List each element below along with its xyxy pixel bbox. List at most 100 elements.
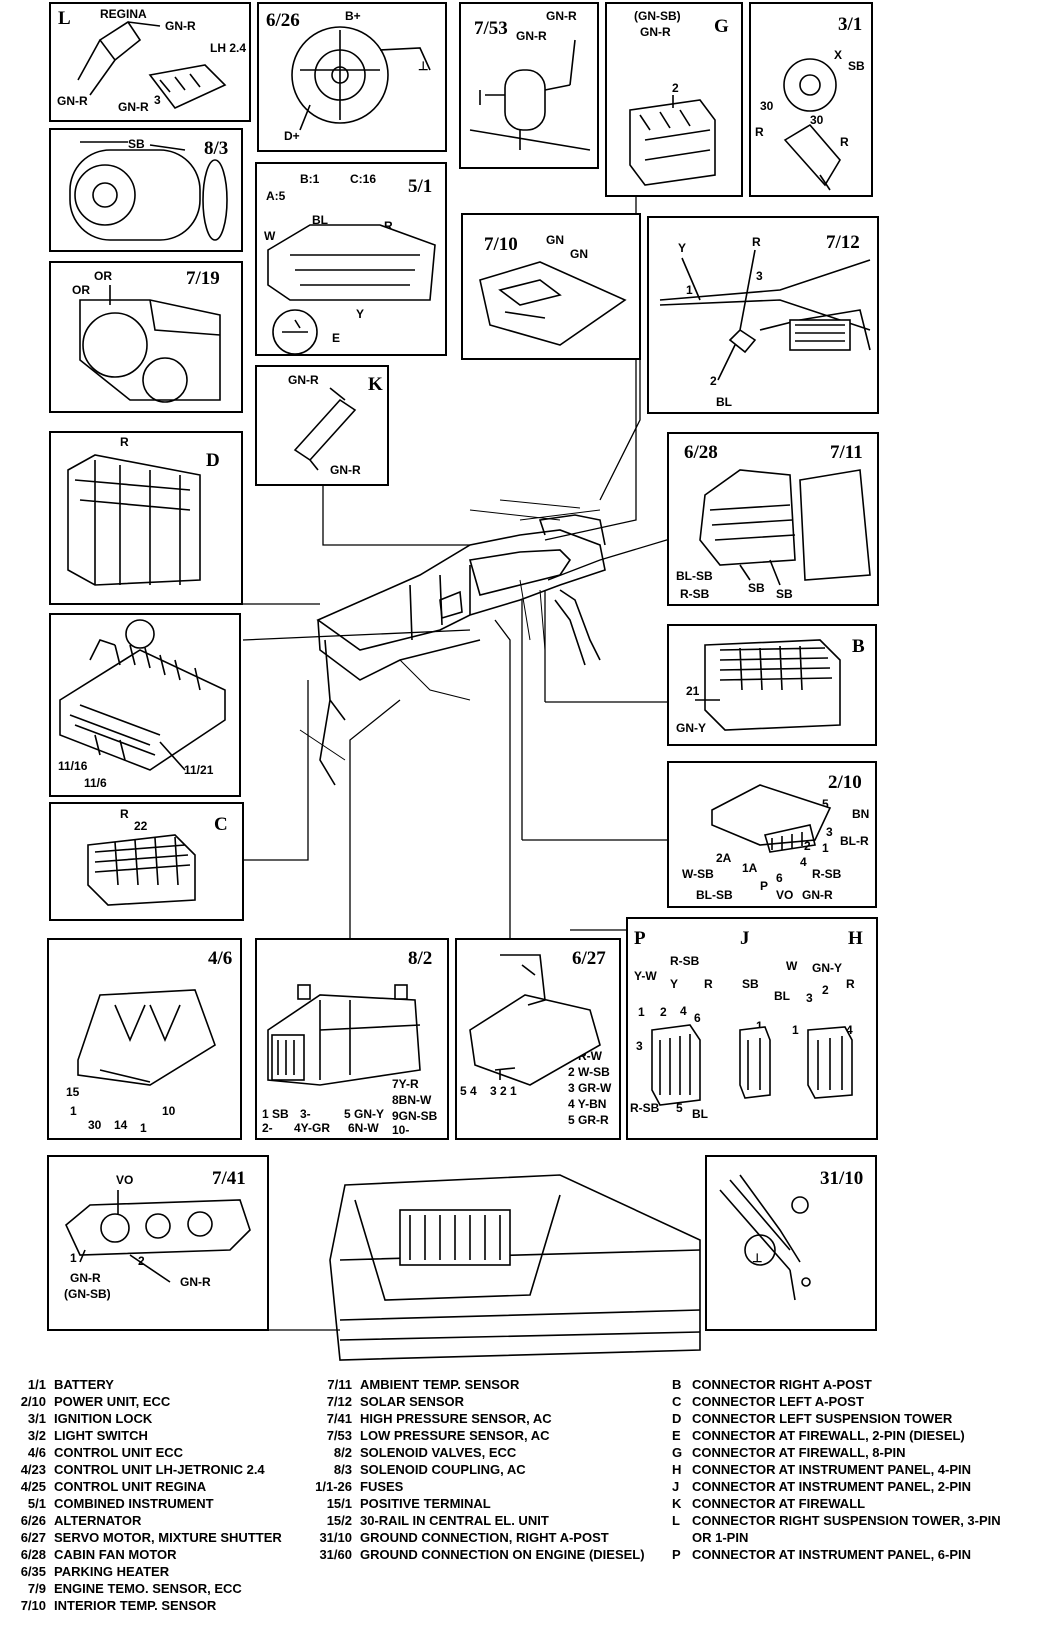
wire-label: Y	[678, 241, 686, 255]
panel-label: 8/2	[408, 948, 432, 969]
car-front-drawing	[329, 1174, 701, 1361]
wire-label: Y-W	[634, 969, 657, 983]
wire-label: 8BN-W	[392, 1093, 432, 1107]
wire-label: Y	[670, 977, 678, 991]
panel-G: G (GN-SB) GN-R 2	[605, 2, 743, 197]
wire-label: R	[120, 807, 129, 821]
wire-label: 11/16	[58, 759, 88, 773]
panel-label: J	[740, 928, 750, 949]
wire-label: 6N-W	[348, 1121, 379, 1135]
panel-7-19: 7/19 OR OR	[49, 261, 243, 413]
wire-label: 2A	[716, 851, 732, 865]
wire-label: 10-	[392, 1123, 409, 1137]
panel-label: 7/12	[826, 232, 860, 253]
wire-label: 15	[66, 1085, 80, 1099]
panel-C: C R 22	[49, 802, 244, 921]
wire-label: 4 Y-BN	[568, 1097, 606, 1111]
panel-label: 7/11	[830, 442, 863, 463]
wire-label: GN-R	[165, 19, 196, 33]
wire-label: P	[760, 879, 768, 893]
wire-label: SB	[742, 977, 759, 991]
wire-label: 5	[676, 1101, 683, 1115]
wire-label: VO	[776, 888, 793, 902]
panel-label: B	[852, 636, 865, 657]
wire-label: 2	[822, 983, 829, 997]
wire-label: 1	[756, 1019, 763, 1033]
wire-label: BL	[716, 395, 732, 409]
wire-label: GN	[546, 233, 564, 247]
wire-label: R	[840, 135, 849, 149]
wire-label: SB	[776, 587, 793, 601]
panel-label: 7/41	[212, 1168, 246, 1189]
wire-label: BL-SB	[696, 888, 733, 902]
wire-label: 5 GN-Y	[344, 1107, 384, 1121]
wire-label: 4Y-GR	[294, 1121, 330, 1135]
panel-5-1: 5/1 B:1 C:16 A:5 BL W R Y E	[255, 162, 447, 356]
wire-label: BL	[692, 1107, 708, 1121]
wire-label: GN-R	[288, 373, 319, 387]
panel-label: 6/27	[572, 948, 606, 969]
wire-label: R	[120, 435, 129, 449]
panel-label: 6/26	[266, 10, 300, 31]
wire-label: 1A	[742, 861, 758, 875]
panel-B: B 21 GN-Y	[667, 624, 877, 746]
wire-label: BN	[852, 807, 869, 821]
wire-label: R-SB	[670, 954, 700, 968]
wire-label: 3 2 1	[490, 1084, 517, 1098]
panel-label: C	[214, 814, 228, 835]
ground-symbol-icon: ⊥	[418, 59, 428, 73]
panel-7-53: 7/53 GN-R GN-R	[459, 2, 599, 169]
panel-label: L	[58, 8, 71, 29]
wire-label: W	[264, 229, 276, 243]
wire-label: SB	[848, 59, 865, 73]
wire-label: A:5	[266, 189, 286, 203]
wire-label: 1 SB	[262, 1107, 289, 1121]
panel-L: L REGINA GN-R LH 2.4 GN-R GN-R 3	[49, 2, 251, 122]
wire-label: GN-R	[516, 29, 547, 43]
wire-label: 7Y-R	[392, 1077, 419, 1091]
wire-label: GN-Y	[676, 721, 706, 735]
wire-label: R-SB	[812, 867, 842, 881]
wire-label: 1	[822, 841, 829, 855]
wire-label: W	[786, 959, 798, 973]
panel-4-6: 4/6 A B 15 1 30 14 1 10	[47, 938, 242, 1140]
panel-label: 7/53	[474, 18, 508, 39]
panel-label: 7/10	[484, 234, 518, 255]
wire-label: 1	[140, 1121, 147, 1135]
wire-label: 30	[88, 1118, 102, 1132]
wire-label: BL	[774, 989, 790, 1003]
wire-label: BL-R	[840, 834, 869, 848]
panel-D: D R	[49, 431, 243, 605]
wire-label: 21	[686, 684, 700, 698]
wire-label: BL-SB	[676, 569, 713, 583]
wire-label: 2	[660, 1005, 667, 1019]
wire-label: 1	[638, 1005, 645, 1019]
panel-label: H	[848, 928, 863, 949]
wire-label: W-SB	[682, 867, 714, 881]
wire-label: 11/6	[84, 776, 107, 790]
wire-label: 5 GR-R	[568, 1113, 609, 1127]
panel-7-10: 7/10 GN GN	[461, 213, 641, 360]
panel-K: K GN-R GN-R	[255, 365, 389, 486]
wire-label: 3	[636, 1039, 643, 1053]
panel-label: 2/10	[828, 772, 862, 793]
wire-label: 3	[826, 825, 833, 839]
wire-label: BL	[312, 213, 328, 227]
wire-label: 1	[70, 1251, 77, 1265]
